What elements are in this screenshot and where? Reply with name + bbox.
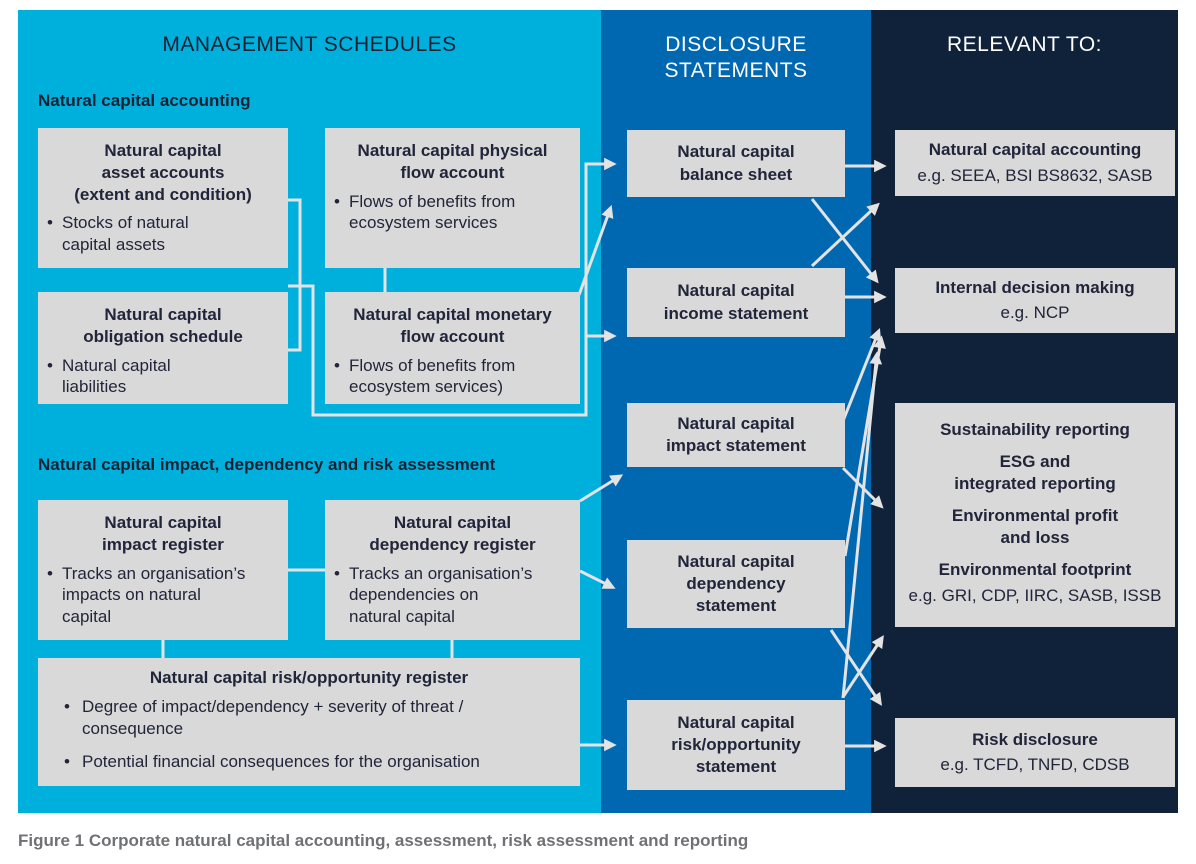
box-title: Environmental footprint bbox=[938, 560, 1132, 580]
box-bullet: Stocks of natural capital assets bbox=[38, 212, 288, 256]
box-title: Natural capital obligation schedule bbox=[83, 305, 243, 346]
box-example-standards: e.g. NCP bbox=[1000, 303, 1070, 322]
header-relevant-to: RELEVANT TO: bbox=[947, 33, 1102, 56]
arrow-dependency-register-to-impact-statement bbox=[579, 474, 624, 503]
box-title: Sustainability reporting bbox=[940, 420, 1130, 439]
box-risk-opportunity-register: Natural capital risk/opportunity registe… bbox=[38, 658, 580, 786]
header-disclosure-statements: DISCLOSURE STATEMENTS bbox=[664, 33, 808, 83]
arrow-monetary-to-balance-sheet bbox=[577, 204, 614, 296]
arrow-risk-statement-to-internal bbox=[841, 351, 883, 699]
box-bullet: Tracks an organisation’s dependencies on… bbox=[325, 563, 580, 628]
box-example-standards: e.g. TCFD, TNFD, CDSB bbox=[940, 755, 1130, 774]
arrow-income-to-accounting bbox=[810, 202, 880, 268]
box-title: Natural capital monetary flow account bbox=[353, 305, 552, 346]
arrow-risk-statement-to-sustainability bbox=[841, 635, 884, 698]
header-management-schedules: MANAGEMENT SCHEDULES bbox=[162, 33, 457, 56]
box-sustainability-reporting: Sustainability reporting ESG and integra… bbox=[895, 403, 1175, 627]
box-physical-flow-account: Natural capital physical flow account Fl… bbox=[325, 128, 580, 268]
box-bullet: Flows of benefits from ecosystem service… bbox=[325, 191, 580, 235]
box-dependency-register: Natural capital dependency register Trac… bbox=[325, 500, 580, 640]
arrow-impact-statement-to-sustainability bbox=[841, 466, 884, 509]
box-bullet: Degree of impact/dependency + severity o… bbox=[38, 696, 580, 740]
box-bullet: Potential financial consequences for the… bbox=[38, 751, 580, 773]
box-bullet: Tracks an organisation’s impacts on natu… bbox=[38, 563, 288, 628]
box-title: ESG and integrated reporting bbox=[954, 452, 1116, 494]
box-impact-register: Natural capital impact register Tracks a… bbox=[38, 500, 288, 640]
box-title: Natural capital risk/opportunity registe… bbox=[149, 668, 469, 687]
bracket-asset-obligation bbox=[288, 198, 302, 352]
box-title: Natural capital impact register bbox=[102, 513, 224, 554]
box-balance-sheet-statement: Natural capital balance sheet bbox=[627, 130, 845, 197]
section-label-accounting: Natural capital accounting bbox=[38, 91, 251, 110]
box-asset-accounts: Natural capital asset accounts (extent a… bbox=[38, 128, 288, 268]
box-income-statement: Natural capital income statement bbox=[627, 268, 845, 337]
box-title: Natural capital dependency register bbox=[369, 513, 536, 554]
box-monetary-flow-account: Natural capital monetary flow account Fl… bbox=[325, 292, 580, 404]
box-obligation-schedule: Natural capital obligation schedule Natu… bbox=[38, 292, 288, 404]
box-bullet: Natural capital liabilities bbox=[38, 355, 288, 399]
box-relevant-accounting: Natural capital accounting e.g. SEEA, BS… bbox=[895, 130, 1175, 196]
figure-caption: Figure 1 Corporate natural capital accou… bbox=[18, 831, 749, 850]
box-internal-decision-making: Internal decision making e.g. NCP bbox=[895, 268, 1175, 333]
box-title: Natural capital asset accounts (extent a… bbox=[74, 141, 252, 204]
arrow-dependency-register-to-dependency-statement bbox=[579, 569, 616, 589]
section-label-impact-dependency-risk: Natural capital impact, dependency and r… bbox=[38, 455, 496, 474]
box-example-standards: e.g. GRI, CDP, IIRC, SASB, ISSB bbox=[908, 585, 1162, 605]
box-impact-statement: Natural capital impact statement bbox=[627, 403, 845, 467]
arrow-accounts-to-balance-sheet bbox=[288, 157, 617, 417]
box-title: Natural capital accounting bbox=[928, 140, 1142, 160]
box-title: Risk disclosure bbox=[972, 729, 1098, 749]
box-risk-opportunity-statement: Natural capital risk/opportunity stateme… bbox=[627, 700, 845, 790]
box-bullet: Flows of benefits from ecosystem service… bbox=[325, 355, 580, 399]
arrow-dependency-statement-to-risk-disclosure bbox=[829, 629, 882, 706]
box-dependency-statement: Natural capital dependency statement bbox=[627, 540, 845, 628]
box-risk-disclosure: Risk disclosure e.g. TCFD, TNFD, CDSB bbox=[895, 718, 1175, 787]
box-title: Environmental profit and loss bbox=[951, 506, 1119, 548]
box-title: Natural capital physical flow account bbox=[357, 141, 548, 182]
box-example-standards: e.g. SEEA, BSI BS8632, SASB bbox=[917, 165, 1153, 185]
box-title: Internal decision making bbox=[935, 277, 1135, 297]
